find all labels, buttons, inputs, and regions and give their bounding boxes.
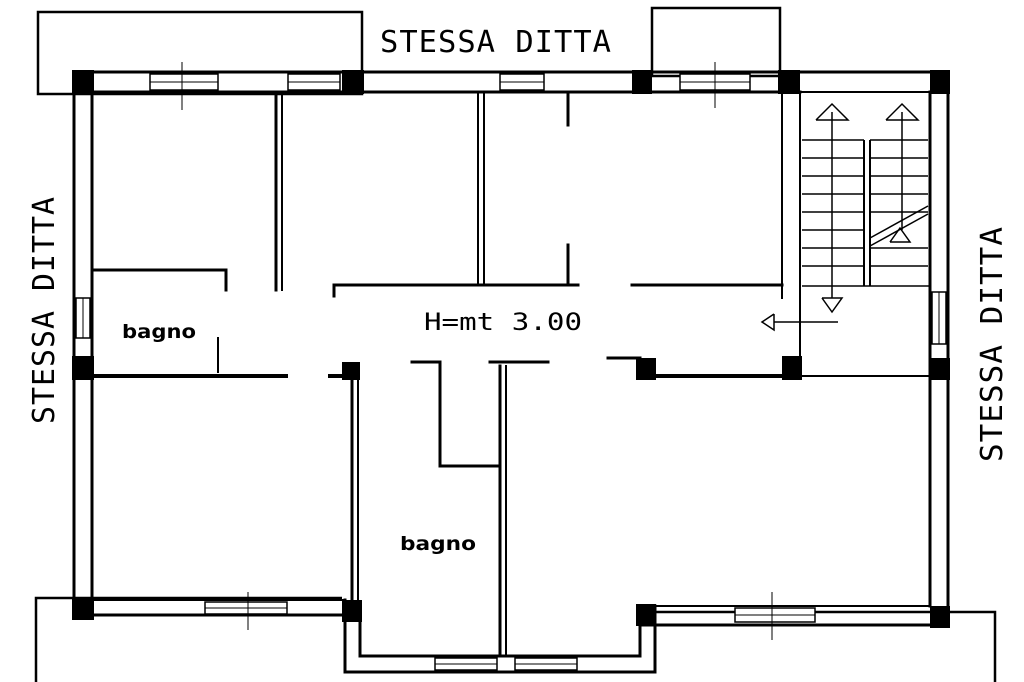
- neighbor-block-top-left: [36, 10, 364, 96]
- ceiling-height-label: H=mt 3.00: [424, 308, 582, 336]
- exterior-walls: [72, 70, 950, 674]
- neighbor-block-bottom-left: [34, 596, 342, 682]
- neighbor-label-right: STESSA DITTA: [975, 226, 1010, 462]
- windows: [75, 62, 947, 671]
- room-label-bathroom-center: bagno: [400, 533, 476, 555]
- interior-walls: [92, 92, 931, 658]
- pillars: [72, 70, 950, 628]
- neighbor-block-top-right: [650, 6, 782, 78]
- room-label-bathroom-left: bagno: [122, 321, 196, 343]
- neighbor-label-top: STESSA DITTA: [380, 25, 612, 60]
- staircase: [760, 102, 930, 332]
- neighbor-label-left: STESSA DITTA: [27, 196, 62, 424]
